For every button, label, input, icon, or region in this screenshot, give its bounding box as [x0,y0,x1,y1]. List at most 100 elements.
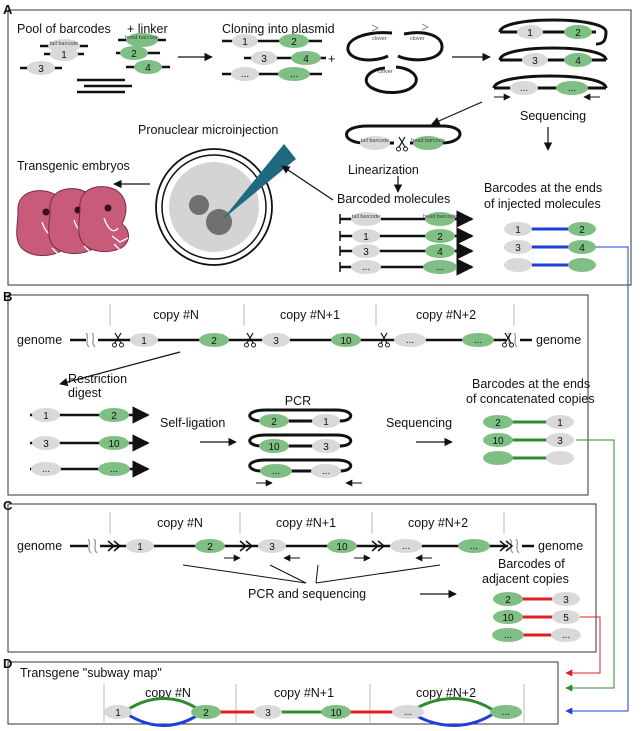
clover-label: clover [378,69,393,75]
ends-title-b-2: of concatenated copies [466,392,595,406]
panel-c-frame [7,503,597,653]
plasmid-id: 3 [532,56,538,67]
adj-title-1: Barcodes of [498,557,565,571]
track-id: 1 [137,542,143,553]
restriction-label-1: Restriction [68,372,127,386]
end-pair-id: 3 [557,436,563,447]
fragment-id: 1 [43,411,49,422]
pcr-fan-lines [182,564,441,584]
panel-a-letter: A [3,2,13,17]
ring-id: 1 [323,417,329,428]
subway-id: 1 [115,708,121,719]
oocyte [155,144,296,266]
genome-label: genome [538,539,583,553]
ends-title-a-1: Barcodes at the ends [484,181,602,195]
clover-label: clover [372,36,387,42]
ligated-rings: 2 1 10 3 ... ... [248,408,362,487]
linearized-plasmid: tail barcode head barcode [345,124,462,152]
molecule-id: ... [436,262,444,273]
adj-id: ... [504,630,512,641]
pool-bead-id: 4 [145,63,151,74]
ends-title-b-1: Barcodes at the ends [472,377,590,391]
concatenated-end-pairs: 2 1 10 3 [483,415,574,465]
ring-id: 2 [271,417,277,428]
fragment-id: ... [110,464,118,475]
end-pair-id: 1 [515,225,521,236]
sequencing-b-label: Sequencing [386,416,452,430]
panel-d-letter: D [3,656,12,671]
end-pair-id: 2 [495,418,501,429]
genome-label: genome [536,333,581,347]
adj-title-2: adjacent copies [482,572,569,586]
copy-label: copy #N+2 [416,686,476,700]
injected-end-pairs: 1 2 3 4 [504,222,596,272]
clone-id: 3 [261,54,267,65]
molecules-to-injection-arrow [281,165,334,201]
plasmid-id: 2 [575,28,581,39]
ring-id: 3 [323,442,329,453]
molecule-id: 4 [437,247,443,258]
genome-label: genome [17,333,62,347]
copy-label: copy #N+1 [280,308,340,322]
clone-id: ... [241,69,249,80]
plus-sign: + [328,52,335,66]
track-id: 3 [273,336,279,347]
linearization-label: Linearization [348,163,419,177]
self-ligation-label: Self-ligation [160,416,225,430]
barcoded-molecules: tail barcode head barcode 1 2 3 4 ... ..… [339,210,474,276]
clone-id: 1 [242,37,248,48]
copy-label: copy #N [157,516,203,530]
sequencing-label: Sequencing [520,109,586,123]
ends-title-a-2: of injected molecules [484,197,601,211]
track-id: 2 [211,336,217,347]
plasmid-id: 1 [527,28,533,39]
pcr-seq-label: PCR and sequencing [248,587,366,601]
pool-bead-id: 1 [61,50,67,61]
pool-barcodes: tail barcode 1 3 head barcode 2 4 [20,33,170,94]
ring-id: 10 [268,442,280,453]
track-id: ... [470,541,478,552]
end-pair-id: 2 [579,225,585,236]
copy-label: copy #N [153,308,199,322]
copy-dividers-b [109,304,515,326]
cloning-rows: 1 2 3 4 ... ... [222,34,326,81]
fragment-id: ... [42,464,50,475]
clover-plasmids: clover clover clover [346,23,444,94]
linker-label: + linker [127,22,168,36]
pronuclear-label: Pronuclear microinjection [138,123,278,137]
molecule-id: 1 [363,232,369,243]
clone-id: 2 [291,37,297,48]
barcoded-molecules-label: Barcoded molecules [337,192,450,206]
transgenic-label: Transgenic embryos [17,159,130,173]
track-id: 10 [340,336,352,347]
panel-b-letter: B [3,289,12,304]
pool-bead-id: 2 [131,49,137,60]
subway-id: ... [404,707,412,718]
adj-id: 5 [563,613,569,624]
plasmid-to-linear-arrow [431,101,483,125]
adj-id: 3 [563,595,569,606]
copy-label: copy #N+1 [276,516,336,530]
subway-title: Transgene "subway map" [20,666,162,680]
end-pair-id: 1 [557,418,563,429]
head-barcode-tag: head barcode [411,138,445,144]
head-barcode-tag: head barcode [125,35,159,41]
plasmid-id: ... [520,83,528,94]
track-id: ... [402,541,410,552]
adj-id: 2 [505,595,511,606]
copy-label: copy #N [145,686,191,700]
injection-needle [222,144,296,220]
end-pair-id: 10 [492,436,504,447]
copy-dividers-d [103,684,525,722]
track-id: ... [474,335,482,346]
track-id: 1 [141,336,147,347]
pcr-label: PCR [285,394,311,408]
track-id: ... [406,335,414,346]
head-barcode-tag: head barcode [423,214,457,220]
embryos [16,186,129,256]
subway-map: 1 2 3 10 ... ... [104,697,522,727]
ring-id: ... [322,466,330,477]
track-id: 10 [336,542,348,553]
end-pair-id: 3 [515,243,521,254]
fragment-id: 2 [111,411,117,422]
